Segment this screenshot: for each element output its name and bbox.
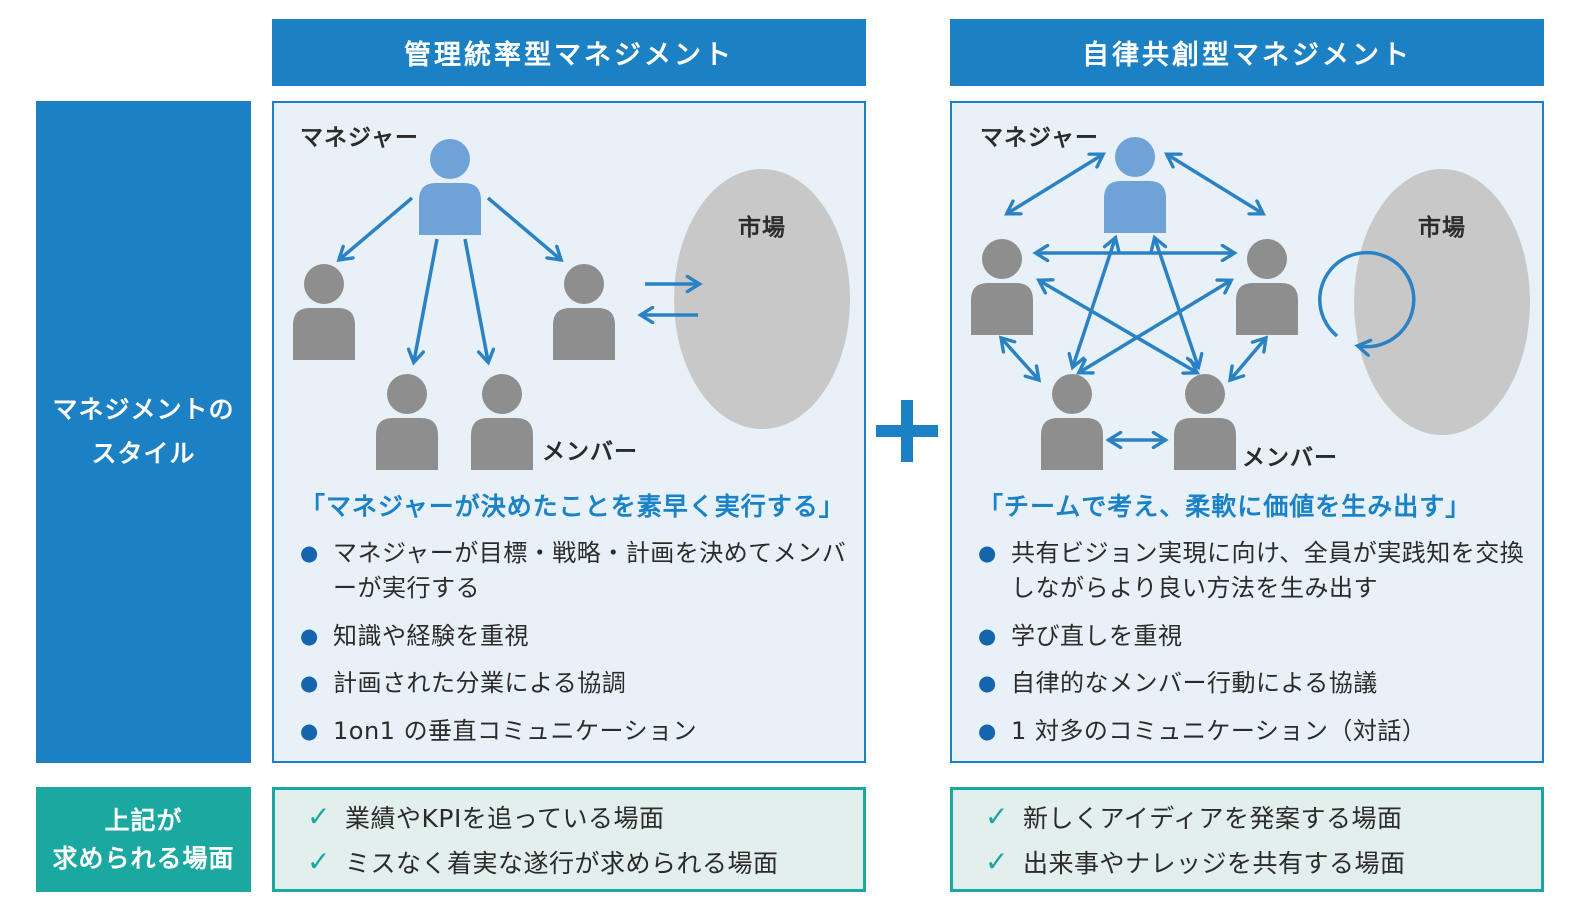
mutual-arrows [1002, 155, 1265, 440]
panel-control-management: 市場 マネジャー メンバー 「マネジャーが決めたことを素早く実行する」 ● マネジ… [272, 101, 866, 763]
member-person-icon [553, 264, 615, 360]
network-diagram: 市場 マネジャー メンバー [971, 125, 1530, 471]
row-label-management-style: マネジメントの スタイル [36, 101, 251, 763]
row-label-style-line2: スタイル [91, 439, 196, 468]
right-quote: 「チームで考え、柔軟に価値を生み出す」 [978, 492, 1472, 521]
panel-autonomous-management: 市場 マネジャー メンバー 「チームで考え、 [950, 101, 1544, 763]
member-person-icon [471, 374, 533, 470]
hierarchy-diagram: 市場 マネジャー メンバー [293, 125, 850, 470]
member-person-icon [1041, 374, 1103, 470]
bullet-text: 共有ビジョン実現に向け、全員が実践知を交換しながらより良い方法を生み出す [1011, 539, 1525, 602]
manager-person-icon [1104, 137, 1166, 233]
member-label: メンバー [1242, 445, 1338, 471]
check-icon: ✓ [985, 800, 1009, 833]
list-item: ● 計画された分業による協調 [300, 666, 850, 701]
right-bullet-list: ● 共有ビジョン実現に向け、全員が実践知を交換しながらより良い方法を生み出す ● 学… [978, 536, 1528, 749]
list-item: ● 自律的なメンバー行動による協議 [978, 666, 1528, 701]
bullet-text: 計画された分業による協調 [333, 669, 627, 698]
list-item: ✓ 新しくアイディアを発案する場面 [985, 799, 1541, 835]
scene-text: ミスなく着実な遂行が求められる場面 [344, 849, 779, 878]
left-quote: 「マネジャーが決めたことを素早く実行する」 [300, 492, 845, 521]
list-item: ● 1on1 の垂直コミュニケーション [300, 714, 850, 749]
list-item: ● 知識や経験を重視 [300, 619, 850, 654]
header-autonomous-management: 自律共創型マネジメント [950, 19, 1544, 86]
bullet-text: 学び直しを重視 [1011, 621, 1183, 650]
member-person-icon [376, 374, 438, 470]
header-left-label: 管理統率型マネジメント [404, 40, 734, 71]
list-item: ● 1 対多のコミュニケーション（対話） [978, 714, 1528, 749]
list-item: ✓ ミスなく着実な遂行が求められる場面 [307, 844, 863, 880]
bullet-icon: ● [300, 541, 319, 565]
member-person-icon [1236, 239, 1298, 335]
header-control-management: 管理統率型マネジメント [272, 19, 866, 86]
scene-box-control: ✓ 業績やKPIを追っている場面 ✓ ミスなく着実な遂行が求められる場面 [272, 787, 866, 892]
scene-text: 業績やKPIを追っている場面 [344, 804, 665, 833]
bullet-text: 自律的なメンバー行動による協議 [1011, 669, 1378, 698]
bullet-text: 知識や経験を重視 [333, 621, 529, 650]
bullet-text: 1on1 の垂直コミュニケーション [333, 717, 698, 746]
bullet-icon: ● [978, 541, 997, 565]
list-item: ● マネジャーが目標・戦略・計画を決めてメンバーが実行する [300, 536, 850, 606]
member-person-icon [293, 264, 355, 360]
bullet-text: マネジャーが目標・戦略・計画を決めてメンバーが実行する [333, 539, 847, 602]
header-right-label: 自律共創型マネジメント [1082, 40, 1412, 71]
bullet-icon: ● [300, 671, 319, 696]
manager-label: マネジャー [980, 125, 1099, 151]
market-ellipse [674, 169, 850, 429]
bullet-icon: ● [978, 623, 997, 648]
check-icon: ✓ [307, 800, 331, 833]
row-label-required-scenes: 上記が 求められる場面 [36, 787, 251, 892]
market-label: 市場 [738, 214, 786, 241]
list-item: ✓ 業績やKPIを追っている場面 [307, 799, 863, 835]
market-cycle-arrow [1318, 250, 1416, 347]
member-person-icon [971, 239, 1033, 335]
bullet-text: 1 対多のコミュニケーション（対話） [1011, 717, 1427, 746]
panel-left-text: 「マネジャーが決めたことを素早く実行する」 ● マネジャーが目標・戦略・計画を決め… [300, 487, 850, 749]
market-ellipse [1354, 169, 1530, 435]
market-label: 市場 [1418, 214, 1466, 241]
bullet-icon: ● [978, 719, 997, 744]
row-label-scene-line2: 求められる場面 [52, 843, 235, 873]
list-item: ● 学び直しを重視 [978, 619, 1528, 654]
row-label-style-line1: マネジメントの [52, 395, 235, 425]
left-bullet-list: ● マネジャーが目標・戦略・計画を決めてメンバーが実行する ● 知識や経験を重視 ●… [300, 536, 850, 749]
list-item: ● 共有ビジョン実現に向け、全員が実践知を交換しながらより良い方法を生み出す [978, 536, 1528, 606]
row-label-scene-line1: 上記が [104, 806, 183, 835]
scene-box-autonomous: ✓ 新しくアイディアを発案する場面 ✓ 出来事やナレッジを共有する場面 [950, 787, 1544, 892]
scene-text: 出来事やナレッジを共有する場面 [1022, 849, 1406, 878]
scene-text: 新しくアイディアを発案する場面 [1022, 804, 1403, 833]
check-icon: ✓ [307, 845, 331, 878]
member-person-icon [1174, 374, 1236, 470]
bullet-icon: ● [300, 623, 319, 648]
directive-arrows [340, 196, 698, 361]
member-label: メンバー [542, 439, 638, 465]
manager-person-icon [419, 139, 481, 235]
check-icon: ✓ [985, 845, 1009, 878]
plus-icon [876, 400, 938, 466]
list-item: ✓ 出来事やナレッジを共有する場面 [985, 844, 1541, 880]
bullet-icon: ● [300, 719, 319, 744]
manager-label: マネジャー [300, 125, 419, 151]
panel-right-text: 「チームで考え、柔軟に価値を生み出す」 ● 共有ビジョン実現に向け、全員が実践知を… [978, 487, 1528, 749]
bullet-icon: ● [978, 671, 997, 696]
